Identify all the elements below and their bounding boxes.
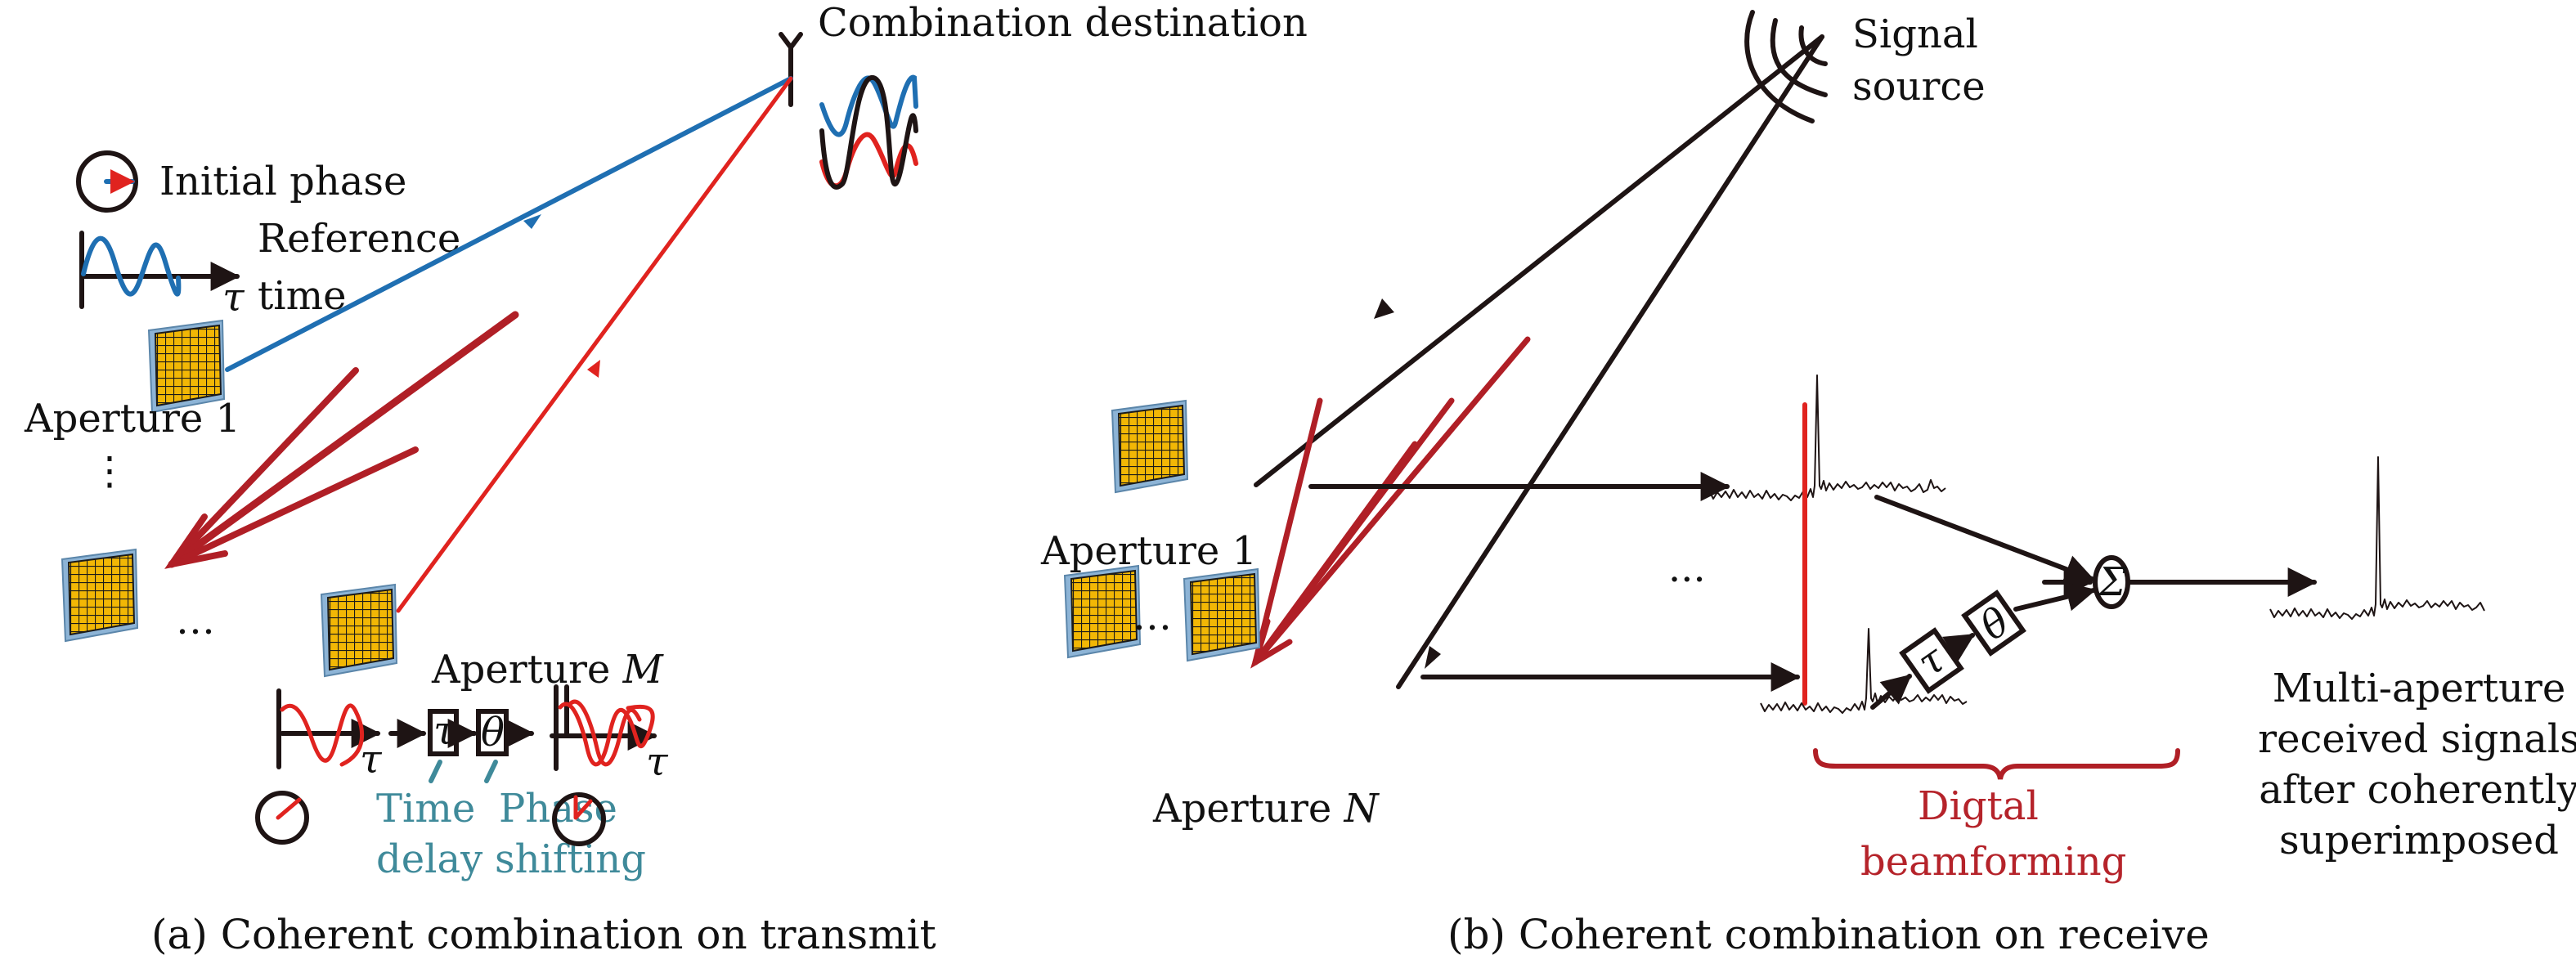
beamforming-label-1: Digtal [1918,783,2039,829]
tau-symbol: τ [646,739,669,785]
signal-n-to-tau [1870,674,1912,710]
result-label-1: Multi-aperture [2273,666,2566,711]
tau-symbol: τ [222,275,245,321]
aperture-2-array-icon [61,549,138,642]
panel-b-caption: (b) Coherent combination on receive [1447,911,2210,958]
output-phase-hand-icon [573,795,593,820]
horizontal-ellipsis: … [176,598,215,643]
output-waveform: τ [550,684,669,785]
time-delay-pointer [429,760,442,783]
initial-phase-label: Initial phase [159,159,406,204]
incoming-path-1 [1254,34,1824,487]
signal-source-label-1: Signal [1852,11,1978,57]
middle-ellipsis: ··· [1668,557,1706,603]
signal-source-label-2: source [1852,64,1986,110]
vertical-ellipsis: ⋮ [90,448,129,494]
horizontal-ellipsis: … [1133,594,1172,639]
result-label-2: received signals [2258,716,2576,762]
theta-block-symbol: θ [481,710,505,756]
sum-symbol: Σ [2097,559,2127,605]
aperture-1-label: Aperture 1 [24,396,240,442]
destination-antenna-icon [779,32,803,107]
panel-a-caption: (a) Coherent combination on transmit [151,911,936,958]
beamforming-brace [1813,748,2180,780]
tau-to-theta [1941,633,1976,662]
input-phase-hand-icon [276,797,302,820]
phase-clock-icon [76,150,138,213]
initial-phase-legend: Initial phase [76,150,406,213]
reference-label: Reference [258,216,460,262]
incoming-path-1-arrow-icon [1374,298,1394,319]
beam-steering-arrows [1250,336,1531,669]
beam-steering-arrows [164,311,519,569]
theta-to-sum [2013,582,2097,612]
processing-chain: τ θ [388,708,535,783]
combined-output-signal [2269,456,2485,620]
panel-a-transmit: Combination destination Initial phase Re… [24,0,1308,958]
panel-b-receive: Signal source Aperture 1 ⋮ … Aperture N … [1040,10,2576,958]
time-delay-label-2: delay [376,836,482,882]
output-phase-clock-icon [552,792,606,846]
combination-destination-label: Combination destination [818,0,1308,46]
aperture-n-array-icon [1183,568,1260,661]
incoming-path-n-arrow-icon [1425,646,1441,669]
aperture-m-label: Aperture M [431,647,665,693]
input-phase-clock-icon [255,791,309,845]
phase-shift-block [476,709,509,756]
input-waveform: τ [276,688,383,782]
signal-1-to-sum [1874,495,2095,584]
result-label-3: after coherently [2259,767,2576,813]
reference-path [225,76,793,372]
aperture-1-label: Aperture 1 [1040,528,1257,574]
aperture-m-array-icon [321,584,397,677]
aperture-1-array-icon [1111,400,1188,493]
result-label-4: superimposed [2279,818,2559,863]
reference-time-legend: Reference τ time [79,216,460,321]
rx-time-delay-block: τ [1899,627,1964,694]
time-label: time [258,273,347,319]
tau-symbol: τ [360,737,383,782]
reference-path-arrow-icon [523,214,541,229]
incoming-path-n [1396,34,1824,689]
aperture-m-path [396,76,793,613]
combined-waves-icon [819,74,918,190]
aperture-n-label: Aperture N [1152,786,1380,832]
time-delay-label-1: Time [376,786,475,832]
tau-block-symbol: τ [433,708,456,754]
rx-phase-shift-block: θ [1961,590,2026,657]
phase-shift-pointer [484,760,498,783]
aperture-2-array-icon [1064,565,1141,658]
aperture-m-path-arrow-icon [587,360,600,378]
received-signal-n [1760,628,1968,714]
beamforming-label-2: beamforming [1860,839,2126,885]
received-signal-1 [1708,374,1946,501]
